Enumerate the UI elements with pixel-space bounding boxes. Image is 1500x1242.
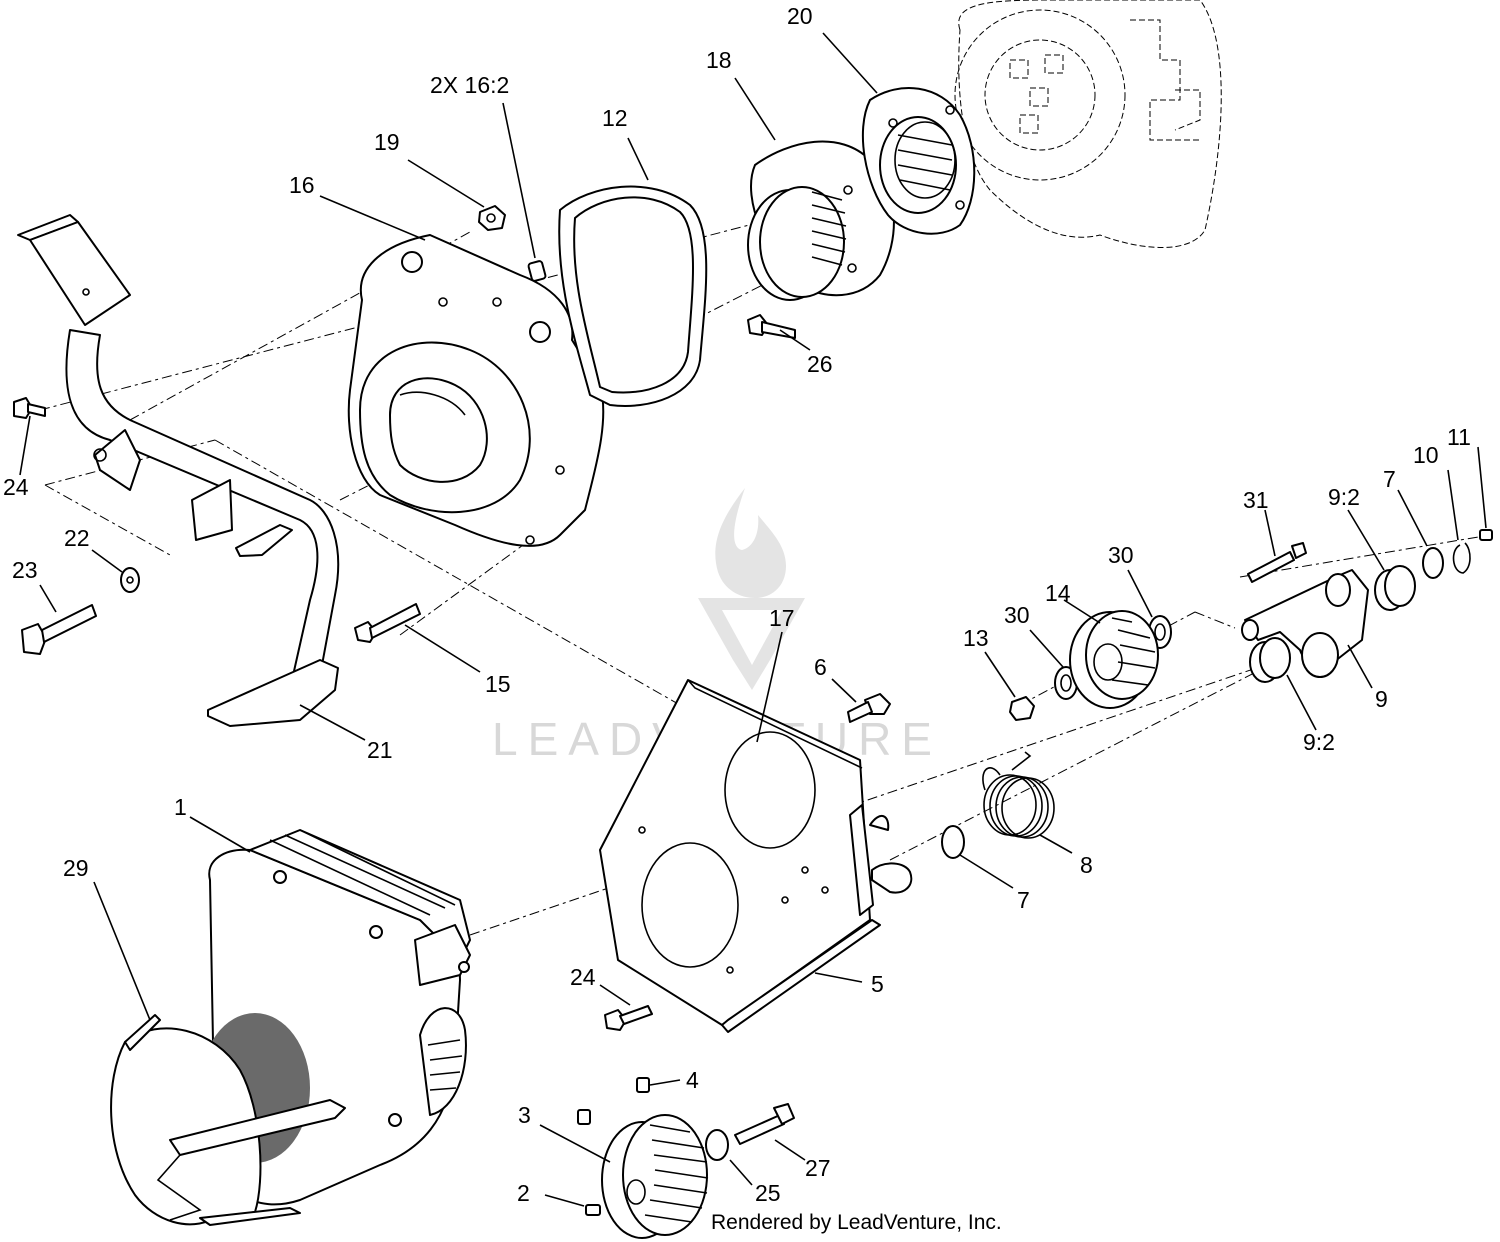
belt-housing-16 — [347, 234, 605, 547]
callout-3: 3 — [518, 1102, 531, 1128]
callouts: 20 18 2X 16:2 12 19 16 26 24 22 23 15 21… — [3, 3, 1471, 1206]
callout-30-right: 30 — [1108, 542, 1134, 568]
callout-7-lower: 7 — [1017, 887, 1030, 913]
callout-19: 19 — [374, 129, 400, 155]
callout-13: 13 — [963, 625, 989, 651]
v-logo-icon — [698, 598, 805, 690]
callout-4: 4 — [686, 1067, 699, 1093]
callout-2x-16-2: 2X 16:2 — [430, 72, 509, 98]
callout-26: 26 — [807, 351, 833, 377]
callout-8: 8 — [1080, 852, 1093, 878]
callout-12: 12 — [602, 105, 628, 131]
callout-17: 17 — [769, 605, 795, 631]
fasteners — [13, 205, 1493, 1216]
callout-9-2-upper: 9:2 — [1328, 484, 1360, 510]
callout-18: 18 — [706, 47, 732, 73]
callout-25: 25 — [755, 1180, 781, 1206]
callout-5: 5 — [871, 971, 884, 997]
callout-15: 15 — [485, 671, 511, 697]
flame-logo-icon — [715, 488, 786, 598]
idler-pulley-14 — [1069, 610, 1159, 709]
callout-16: 16 — [289, 172, 315, 198]
pedal-bracket-21 — [17, 214, 340, 727]
callout-21: 21 — [367, 737, 393, 763]
idler-arm-9 — [1241, 565, 1416, 683]
callout-23: 23 — [12, 557, 38, 583]
callout-24-lower: 24 — [570, 964, 596, 990]
callout-6: 6 — [814, 654, 827, 680]
drive-pulley-3 — [601, 1114, 709, 1239]
callout-1: 1 — [174, 794, 187, 820]
guard-29 — [110, 1014, 402, 1226]
callout-9-2-lower: 9:2 — [1303, 729, 1335, 755]
callout-7-upper: 7 — [1383, 466, 1396, 492]
mounting-plate-5 — [599, 679, 913, 1033]
callout-29: 29 — [63, 855, 89, 881]
render-credit: Rendered by LeadVenture, Inc. — [711, 1211, 1002, 1234]
callout-22: 22 — [64, 525, 90, 551]
leader-lines — [19, 32, 1487, 1207]
engine-outline — [954, 0, 1222, 248]
callout-9: 9 — [1375, 686, 1388, 712]
callout-31: 31 — [1243, 487, 1269, 513]
callout-10: 10 — [1413, 442, 1439, 468]
callout-20: 20 — [787, 3, 813, 29]
callout-11: 11 — [1447, 424, 1471, 450]
callout-2: 2 — [517, 1180, 530, 1206]
callout-24-upper: 24 — [3, 474, 29, 500]
callout-14: 14 — [1045, 580, 1071, 606]
pulley-plate-18 — [747, 140, 895, 301]
coupler-flange-20 — [861, 87, 976, 235]
drive-belt-12 — [558, 185, 708, 407]
torsion-spring-8 — [982, 751, 1055, 839]
callout-30-left: 30 — [1004, 602, 1030, 628]
callout-27: 27 — [805, 1155, 831, 1181]
